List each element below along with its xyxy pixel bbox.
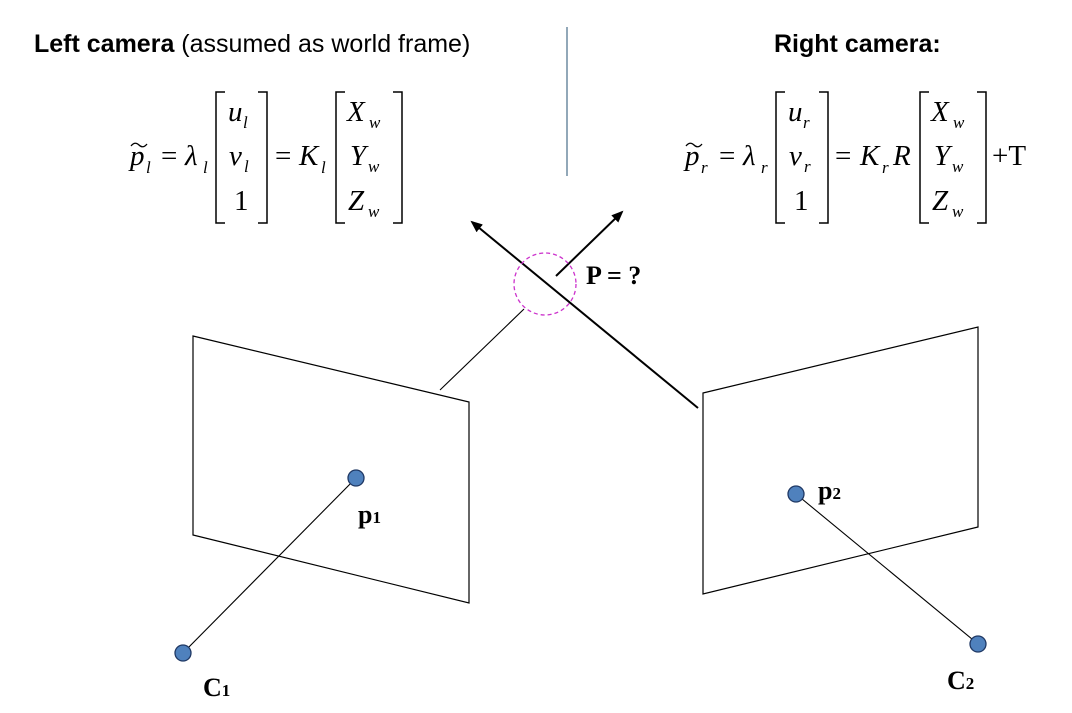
left-Y-subscript: w — [368, 157, 380, 176]
label-c2-main: C — [947, 666, 966, 695]
left-ray-extension — [439, 308, 525, 391]
intersection-circle — [513, 252, 577, 316]
right-plus-T: +T — [992, 140, 1027, 172]
right-K-subscript: r — [882, 158, 889, 177]
point-p1 — [347, 469, 365, 487]
right-lambda-subscript: r — [761, 158, 768, 177]
right-v: v — [789, 140, 802, 172]
right-equals-2: = — [835, 140, 852, 172]
left-p-subscript: l — [146, 158, 151, 177]
label-c1-sub: 1 — [221, 681, 231, 700]
left-u-subscript: l — [243, 113, 248, 132]
right-lambda: λ — [743, 140, 756, 172]
label-p2-sub: 2 — [832, 484, 841, 503]
label-p2-main: p — [818, 476, 833, 505]
point-P-label: P = ? — [586, 261, 642, 290]
left-K: K — [299, 140, 319, 172]
left-X-subscript: w — [369, 113, 381, 132]
right-Z-subscript: w — [952, 202, 964, 221]
left-u: u — [228, 96, 243, 128]
right-camera-title: Right camera: — [774, 30, 941, 58]
right-R: R — [893, 140, 911, 172]
left-Z-subscript: w — [368, 202, 380, 221]
label-c2: C2 — [947, 666, 974, 696]
label-c1-main: C — [203, 673, 222, 702]
left-vector-brackets — [215, 91, 268, 224]
right-Z: Z — [932, 185, 949, 217]
point-p2 — [787, 485, 805, 503]
left-tilde — [130, 142, 148, 148]
left-v: v — [229, 140, 242, 172]
left-image-plane — [192, 335, 470, 604]
right-world-brackets — [919, 91, 987, 224]
left-ray-arrow — [555, 210, 624, 277]
label-c1: C1 — [203, 673, 230, 703]
label-p1-main: p — [358, 500, 373, 529]
left-lambda: λ — [185, 140, 198, 172]
right-tilde — [685, 142, 703, 148]
right-X-subscript: w — [953, 113, 965, 132]
right-K: K — [860, 140, 880, 172]
left-K-subscript: l — [321, 158, 326, 177]
right-v-subscript: r — [804, 157, 811, 176]
left-v-subscript: l — [244, 157, 249, 176]
left-equals-1: = — [161, 140, 178, 172]
right-Y-subscript: w — [952, 157, 964, 176]
right-u: u — [788, 96, 803, 128]
point-c1 — [174, 644, 192, 662]
right-camera-header: Right camera: — [774, 30, 941, 59]
left-p-symbol: p — [130, 140, 145, 172]
right-image-plane — [702, 326, 979, 595]
left-Y: Y — [350, 140, 367, 172]
left-ray-c1-p1 — [182, 477, 357, 654]
right-p-subscript: r — [701, 158, 708, 177]
point-c2 — [969, 635, 987, 653]
label-p2: p2 — [818, 476, 841, 506]
left-lambda-subscript: l — [203, 158, 208, 177]
right-X: X — [931, 96, 949, 128]
left-one: 1 — [234, 185, 249, 217]
left-X: X — [347, 96, 365, 128]
right-vector-brackets — [775, 91, 829, 224]
left-equals-2: = — [275, 140, 292, 172]
right-p-symbol: p — [685, 140, 700, 172]
left-world-brackets — [335, 91, 403, 224]
label-p1: p1 — [358, 500, 381, 530]
right-Y: Y — [934, 140, 951, 172]
left-camera-subtitle: (assumed as world frame) — [174, 30, 471, 58]
left-camera-title: Left camera — [34, 30, 175, 58]
left-Z: Z — [348, 185, 365, 217]
right-one: 1 — [794, 185, 809, 217]
label-p1-sub: 1 — [372, 508, 381, 527]
right-equals-1: = — [719, 140, 736, 172]
label-c2-sub: 2 — [965, 674, 975, 693]
left-camera-header: Left camera (assumed as world frame) — [34, 30, 470, 59]
right-u-subscript: r — [803, 113, 810, 132]
right-ray-arrow — [470, 220, 699, 409]
right-ray-c2-p2 — [795, 493, 979, 645]
